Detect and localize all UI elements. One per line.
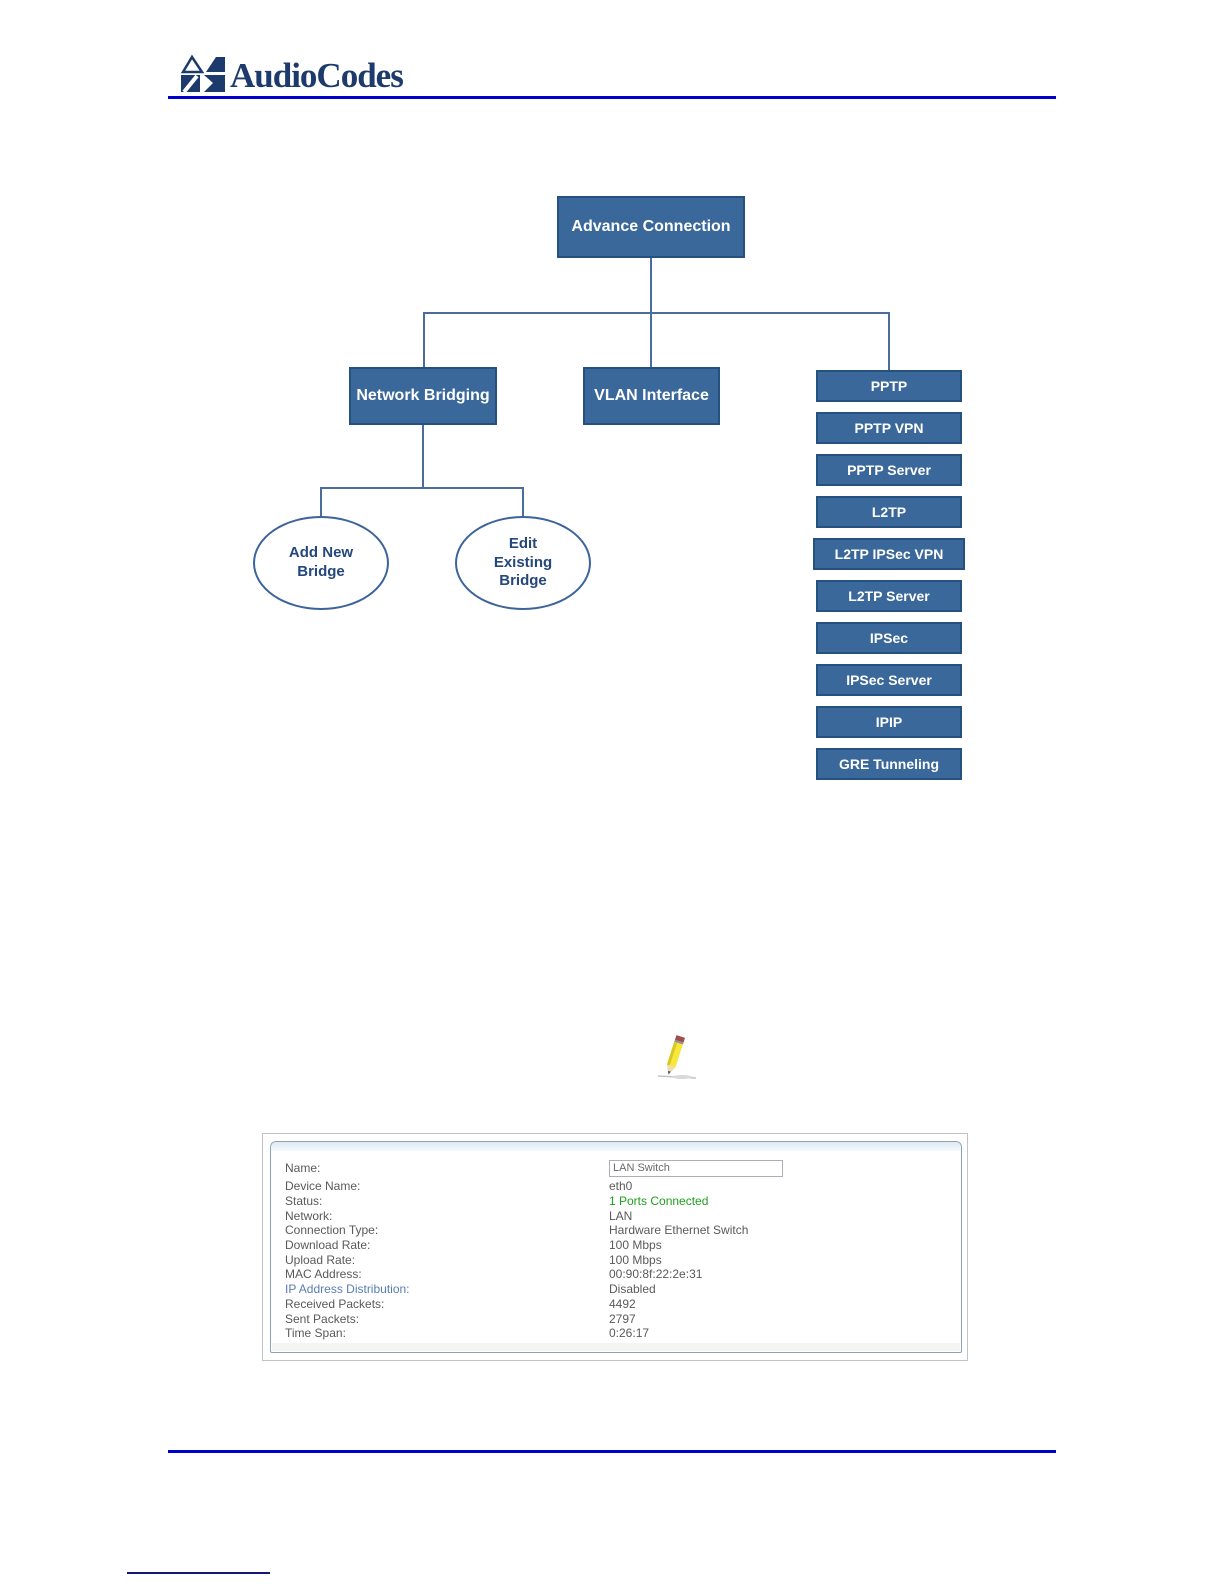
brand-wordmark: AudioCodes (230, 56, 404, 95)
property-value: 2797 (609, 1311, 636, 1326)
connector-line (522, 487, 524, 516)
property-row-download-rate: Download Rate: 100 Mbps (271, 1238, 961, 1253)
property-row-network: Network: LAN (271, 1208, 961, 1223)
tree-node-advance-connection: Advance Connection (557, 196, 745, 258)
ellipse-label: Edit Existing Bridge (493, 534, 553, 590)
name-input[interactable] (609, 1159, 783, 1177)
property-label: Device Name: (285, 1179, 361, 1194)
property-value: 4492 (609, 1296, 636, 1311)
tree-node-pptp-vpn: PPTP VPN (816, 412, 962, 444)
property-row-upload-rate: Upload Rate: 100 Mbps (271, 1252, 961, 1267)
property-label: Upload Rate: (285, 1252, 356, 1267)
footer-rule (168, 1450, 1056, 1453)
tree-node-network-bridging: Network Bridging (349, 367, 497, 425)
ip-address-distribution-link[interactable]: IP Address Distribution: (285, 1282, 410, 1297)
property-label: MAC Address: (285, 1267, 362, 1282)
connector-line (423, 312, 890, 314)
tree-node-ipip: IPIP (816, 706, 962, 738)
tree-node-pptp-server: PPTP Server (816, 454, 962, 486)
property-label: Connection Type: (285, 1223, 379, 1238)
connection-properties-panel: Name: Device Name: eth0 Status: 1 Ports … (270, 1141, 962, 1353)
tree-ellipse-edit-existing-bridge: Edit Existing Bridge (455, 516, 591, 610)
connector-line (422, 425, 424, 487)
property-row-device-name: Device Name: eth0 (271, 1179, 961, 1194)
property-value: eth0 (609, 1179, 633, 1194)
panel-bottom-strip (272, 1343, 960, 1351)
property-label: Sent Packets: (285, 1311, 360, 1326)
property-row-status: Status: 1 Ports Connected (271, 1194, 961, 1209)
tree-node-ipsec: IPSec (816, 622, 962, 654)
panel-top-strip (271, 1142, 961, 1151)
footnote-rule (127, 1572, 270, 1574)
ellipse-label: Add New Bridge (288, 544, 354, 580)
tree-node-l2tp-ipsec-vpn: L2TP IPSec VPN (813, 538, 965, 570)
tree-node-l2tp: L2TP (816, 496, 962, 528)
edit-pencil-icon[interactable] (652, 1030, 704, 1084)
connector-line (650, 312, 652, 367)
tree-node-pptp: PPTP (816, 370, 962, 402)
property-value: Hardware Ethernet Switch (609, 1223, 749, 1238)
property-value: LAN (609, 1208, 633, 1223)
property-row-received-packets: Received Packets: 4492 (271, 1297, 961, 1312)
connection-properties-frame: Name: Device Name: eth0 Status: 1 Ports … (262, 1133, 968, 1361)
property-rows: Name: Device Name: eth0 Status: 1 Ports … (271, 1151, 961, 1341)
property-label: Network: (285, 1208, 333, 1223)
property-value: 00:90:8f:22:2e:31 (609, 1267, 703, 1282)
property-value: Disabled (609, 1282, 656, 1297)
connector-line (423, 312, 425, 367)
property-row-mac-address: MAC Address: 00:90:8f:22:2e:31 (271, 1267, 961, 1282)
property-label: Status: (285, 1194, 323, 1209)
property-label: Name: (285, 1161, 321, 1175)
tree-node-gre-tunneling: GRE Tunneling (816, 748, 962, 780)
property-value: 100 Mbps (609, 1252, 662, 1267)
tree-node-ipsec-server: IPSec Server (816, 664, 962, 696)
connector-line (320, 487, 524, 489)
tree-ellipse-add-new-bridge: Add New Bridge (253, 516, 389, 610)
connector-line (320, 487, 322, 516)
property-row-name: Name: (271, 1157, 961, 1179)
property-row-connection-type: Connection Type: Hardware Ethernet Switc… (271, 1223, 961, 1238)
header-rule (168, 96, 1056, 99)
property-row-ip-address-distribution: IP Address Distribution: Disabled (271, 1282, 961, 1297)
property-value: 100 Mbps (609, 1238, 662, 1253)
tree-node-vlan-interface: VLAN Interface (583, 367, 720, 425)
status-value: 1 Ports Connected (609, 1194, 709, 1209)
property-label: Received Packets: (285, 1296, 385, 1311)
brand-logo-mark-icon (180, 54, 226, 94)
property-label: Download Rate: (285, 1238, 371, 1253)
property-row-time-span: Time Span: 0:26:17 (271, 1326, 961, 1341)
property-value: 0:26:17 (609, 1326, 650, 1341)
tree-node-l2tp-server: L2TP Server (816, 580, 962, 612)
connector-line (650, 258, 652, 312)
property-row-sent-packets: Sent Packets: 2797 (271, 1311, 961, 1326)
connector-line (888, 312, 890, 370)
property-label: Time Span: (285, 1326, 346, 1341)
